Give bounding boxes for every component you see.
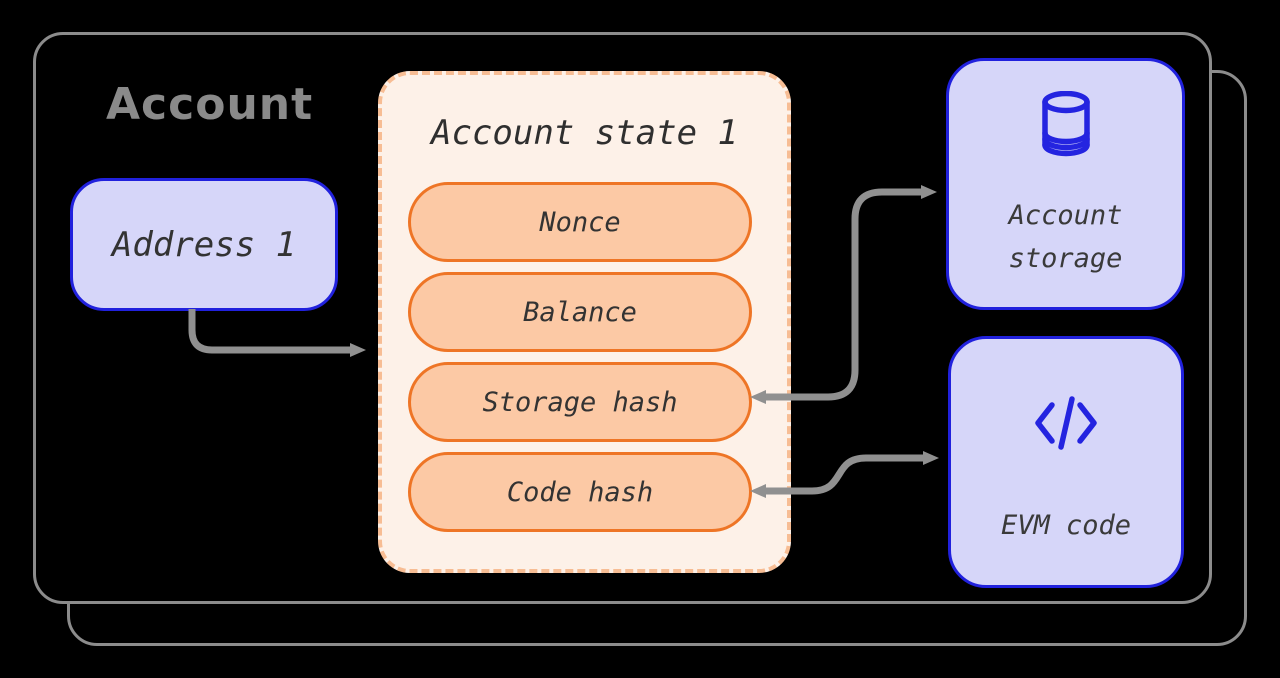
address-node-label: Address 1	[111, 224, 297, 265]
database-icon	[1041, 91, 1090, 157]
field-pill-nonce-label: Nonce	[539, 206, 621, 238]
account-state-node: Account state 1 Nonce Balance Storage ha…	[378, 71, 791, 573]
field-pill-storage-hash-label: Storage hash	[482, 386, 678, 418]
evm-code-node: EVM code	[948, 336, 1184, 588]
account-container-label: Account	[106, 79, 314, 130]
evm-code-label: EVM code	[1000, 510, 1132, 541]
field-pill-code-hash: Code hash	[408, 452, 752, 532]
account-state-title: Account state 1	[430, 113, 739, 153]
state-field-list: Nonce Balance Storage hash Code hash	[408, 182, 752, 542]
code-icon	[1035, 396, 1097, 450]
account-storage-label: Account storage	[1008, 200, 1123, 274]
field-pill-storage-hash: Storage hash	[408, 362, 752, 442]
account-container: Account Address 1 Account state 1 Nonce …	[33, 32, 1212, 604]
account-storage-node: Account storage	[946, 58, 1185, 310]
field-pill-nonce: Nonce	[408, 182, 752, 262]
field-pill-balance: Balance	[408, 272, 752, 352]
field-pill-balance-label: Balance	[523, 296, 637, 328]
field-pill-code-hash-label: Code hash	[506, 476, 654, 508]
address-node: Address 1	[70, 178, 338, 311]
